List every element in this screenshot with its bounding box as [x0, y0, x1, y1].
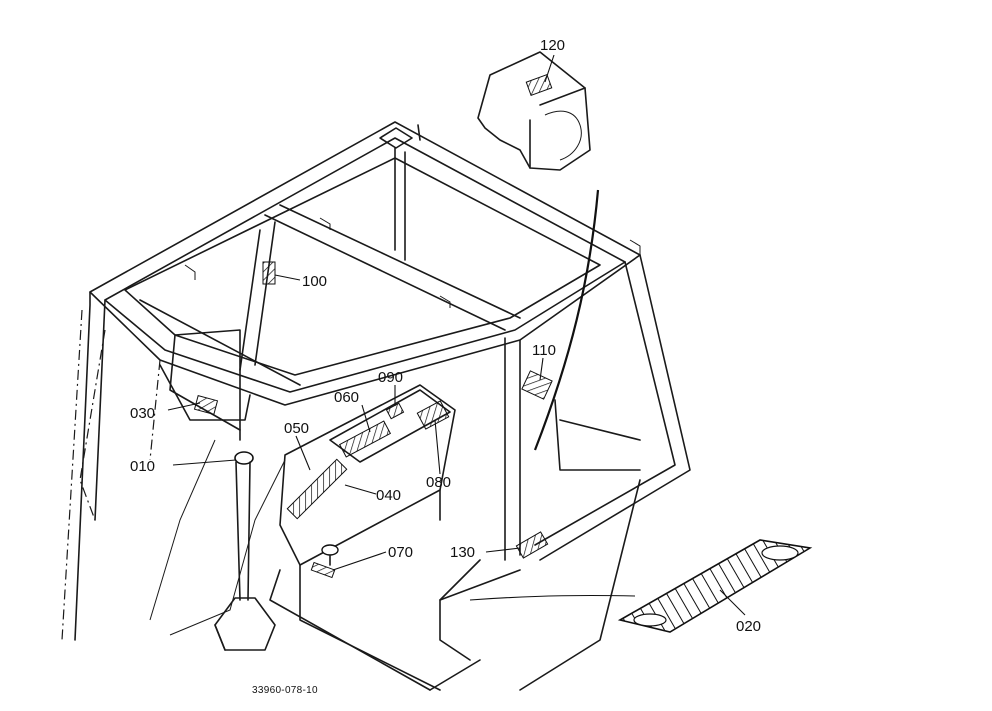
cabin-frame	[61, 121, 691, 691]
callout-090: 090	[378, 369, 403, 386]
callout-120: 120	[540, 37, 565, 54]
console	[149, 329, 521, 691]
decal-110	[521, 370, 553, 400]
leader-lines	[167, 54, 746, 616]
callout-130: 130	[450, 544, 475, 561]
knob-part	[321, 544, 339, 566]
callout-050: 050	[284, 420, 309, 437]
top-cover-part	[477, 51, 591, 171]
callout-110: 110	[532, 342, 556, 359]
floor-mat-part	[617, 539, 813, 633]
decals	[193, 51, 813, 633]
decal-030	[193, 395, 219, 415]
callout-060: 060	[334, 389, 359, 406]
callout-080: 080	[426, 474, 451, 491]
decal-080	[416, 400, 450, 430]
drawing-number: 33960-078-10	[252, 685, 318, 696]
decal-040	[286, 458, 348, 520]
decal-100	[262, 261, 276, 285]
gear-lever-part	[214, 451, 276, 651]
callout-040: 040	[376, 487, 401, 504]
decal-070	[310, 561, 336, 579]
callout-labels: 120 100 030 010 050 060 090 080 040 070 …	[130, 37, 761, 635]
decal-090	[385, 402, 405, 420]
callout-070: 070	[388, 544, 413, 561]
decal-130	[515, 531, 549, 559]
routing-line	[533, 189, 600, 451]
callout-010: 010	[130, 458, 155, 475]
callout-100: 100	[302, 273, 327, 290]
callout-020: 020	[736, 618, 761, 635]
decal-060	[338, 420, 392, 458]
routing-line-floor	[469, 594, 636, 601]
callout-030: 030	[130, 405, 155, 422]
